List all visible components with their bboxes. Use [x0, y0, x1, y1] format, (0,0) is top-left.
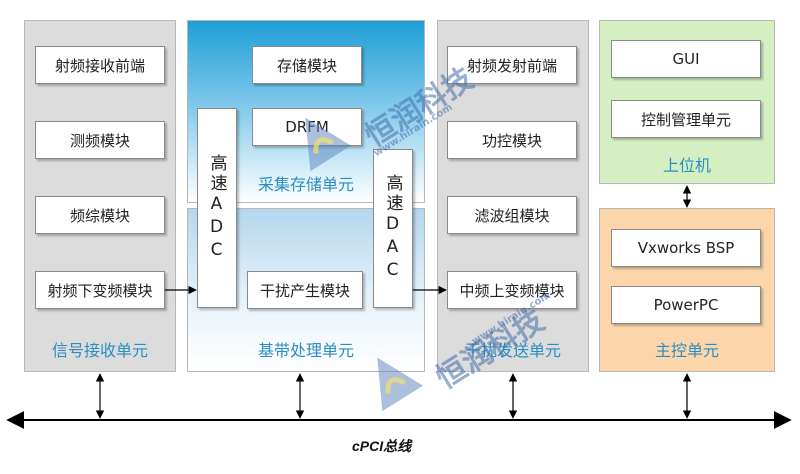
powerpc-module: PowerPC	[611, 286, 761, 324]
rf-receive-frontend-module: 射频接收前端	[35, 46, 165, 84]
jamming-transmit-unit-label: 干扰发送单元	[464, 341, 561, 360]
acquisition-storage-unit-label: 采集存储单元	[257, 175, 354, 194]
filter-bank-module: 滤波组模块	[447, 196, 577, 234]
baseband-processing-unit-label: 基带处理单元	[257, 341, 354, 360]
frequency-measurement-module: 测频模块	[35, 121, 165, 159]
gui-module: GUI	[611, 40, 761, 78]
watermark-logo-icon-2	[377, 357, 424, 412]
frequency-synthesizer-module: 频综模块	[35, 196, 165, 234]
power-control-module: 功控模块	[447, 121, 577, 159]
rf-downconversion-module: 射频下变频模块	[35, 271, 165, 309]
host-computer-label: 上位机	[662, 156, 711, 175]
high-speed-dac-module: 高速DAC	[373, 149, 413, 308]
control-management-module: 控制管理单元	[611, 100, 761, 138]
jamming-generation-module: 干扰产生模块	[247, 271, 363, 309]
rf-transmit-frontend-module: 射频发射前端	[447, 46, 577, 84]
master-control-unit-label: 主控单元	[654, 341, 719, 360]
cpci-bus-label: cPCI总线	[352, 438, 412, 454]
storage-module: 存储模块	[252, 46, 362, 84]
watermark-logo-icon	[305, 117, 352, 172]
if-upconversion-module: 中频上变频模块	[447, 271, 577, 309]
vxworks-bsp-module: Vxworks BSP	[611, 229, 761, 267]
signal-receive-unit-label: 信号接收单元	[51, 341, 148, 360]
high-speed-adc-module: 高速ADC	[197, 108, 237, 308]
